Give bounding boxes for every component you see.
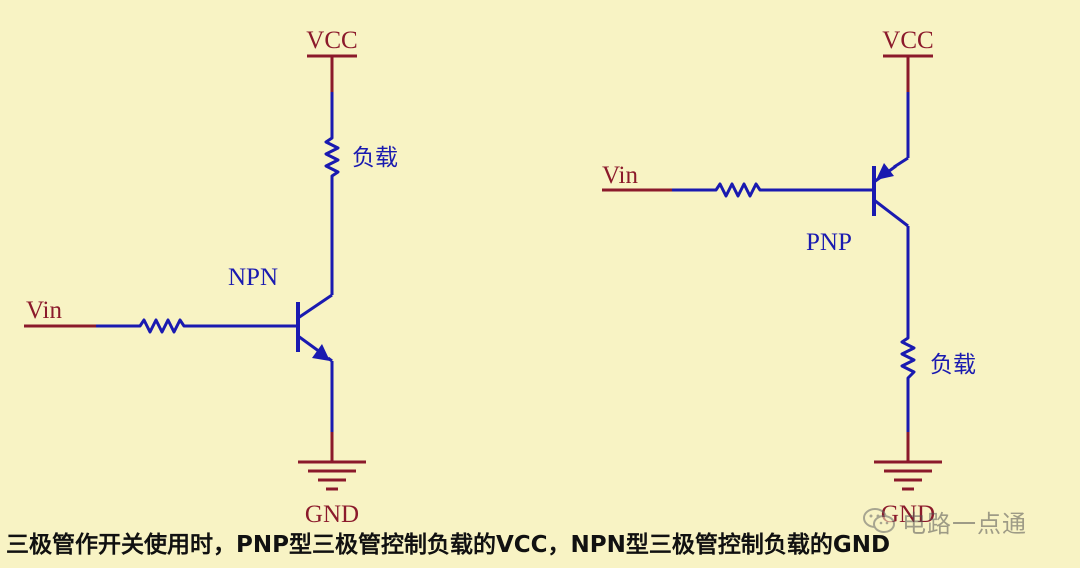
npn-vcc-label: VCC xyxy=(306,27,357,54)
npn-base-resistor xyxy=(96,318,296,334)
npn-load-resistor xyxy=(324,122,340,295)
caption-text: 三极管作开关使用时，PNP型三极管控制负载的VCC，NPN型三极管控制负载的GN… xyxy=(6,532,891,558)
watermark-text: 电路一点通 xyxy=(902,509,1027,538)
npn-vcc-symbol xyxy=(307,54,357,92)
watermark: 电路一点通 xyxy=(862,500,1027,542)
pnp-vcc-label: VCC xyxy=(882,27,933,54)
pnp-vin-label: Vin xyxy=(602,162,638,189)
npn-circuit: VCC 负载 NPN Vin xyxy=(24,27,398,528)
pnp-load-label: 负载 xyxy=(930,352,976,378)
pnp-gnd-symbol xyxy=(874,432,942,491)
npn-load-label: 负载 xyxy=(352,145,398,171)
npn-transistor-symbol xyxy=(296,293,333,363)
npn-vin-label: Vin xyxy=(26,297,62,324)
pnp-base-resistor xyxy=(672,182,872,198)
pnp-circuit: VCC PNP Vin 负载 xyxy=(602,27,976,528)
pnp-vcc-symbol xyxy=(883,54,933,92)
pnp-load-resistor xyxy=(900,226,916,432)
npn-transistor-label: NPN xyxy=(228,264,278,291)
npn-gnd-symbol xyxy=(298,432,366,491)
pnp-transistor-symbol xyxy=(872,156,909,228)
wechat-icon xyxy=(863,508,895,533)
npn-gnd-label: GND xyxy=(305,501,359,528)
pnp-transistor-label: PNP xyxy=(806,229,852,256)
